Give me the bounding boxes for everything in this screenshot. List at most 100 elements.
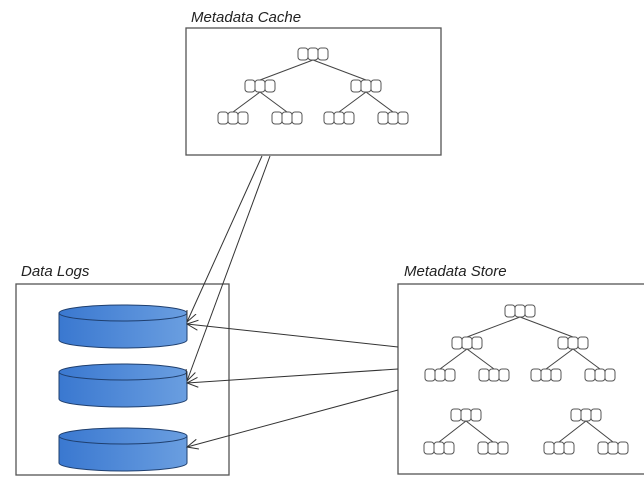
node-cell <box>594 368 606 382</box>
tree-node <box>504 304 536 318</box>
tree-edge <box>365 91 394 113</box>
node-cell <box>424 368 436 382</box>
node-cell <box>497 441 509 455</box>
tree-edge <box>545 348 574 370</box>
node-cell <box>264 79 276 93</box>
node-cell <box>567 336 579 350</box>
cylinder-top <box>58 304 188 322</box>
node-cell <box>590 408 602 422</box>
node-cell <box>557 336 569 350</box>
connection-arrows <box>187 155 399 447</box>
metadata-cache-label: Metadata Cache <box>191 9 301 26</box>
node-cell <box>617 441 629 455</box>
node-cell <box>487 441 499 455</box>
tree-edge <box>338 91 367 113</box>
node-cell <box>580 408 592 422</box>
tree-node <box>451 336 483 350</box>
node-cell <box>543 441 555 455</box>
node-cell <box>584 368 596 382</box>
data-logs-container: Data Logs <box>15 263 230 476</box>
data-log-cylinder <box>58 363 188 408</box>
tree-edge <box>465 420 494 443</box>
connection-arrow <box>187 389 399 447</box>
node-cell <box>227 111 239 125</box>
node-cell <box>397 111 409 125</box>
tree-node <box>424 368 456 382</box>
tree-node <box>271 111 303 125</box>
node-cell <box>530 368 542 382</box>
node-cell <box>498 368 510 382</box>
node-cell <box>297 47 309 61</box>
node-cell <box>478 368 490 382</box>
node-cell <box>433 441 445 455</box>
node-cell <box>244 79 256 93</box>
node-cell <box>317 47 329 61</box>
node-cell <box>323 111 335 125</box>
tree-node <box>478 368 510 382</box>
tree-node <box>450 408 482 422</box>
node-cell <box>563 441 575 455</box>
tree-edge <box>466 348 495 370</box>
node-cell <box>307 47 319 61</box>
node-cell <box>504 304 516 318</box>
node-cell <box>553 441 565 455</box>
node-cell <box>370 79 382 93</box>
tree-node <box>297 47 329 61</box>
metadata-store-trees <box>423 304 629 455</box>
metadata-store-label: Metadata Store <box>404 263 507 280</box>
node-cell <box>460 408 472 422</box>
node-cell <box>451 336 463 350</box>
node-cell <box>271 111 283 125</box>
tree-node <box>584 368 616 382</box>
tree-edge <box>259 91 288 113</box>
node-cell <box>570 408 582 422</box>
metadata-store-container: Metadata Store <box>397 263 644 475</box>
node-cell <box>217 111 229 125</box>
tree-node <box>423 441 455 455</box>
node-cell <box>360 79 372 93</box>
cylinder-top <box>58 427 188 445</box>
node-cell <box>607 441 619 455</box>
tree-edge <box>232 91 261 113</box>
tree-node <box>244 79 276 93</box>
connection-arrow <box>187 155 271 381</box>
tree-node <box>377 111 409 125</box>
connection-arrow <box>187 324 399 348</box>
tree-edge <box>585 420 614 443</box>
node-cell <box>488 368 500 382</box>
node-cell <box>423 441 435 455</box>
node-cell <box>254 79 266 93</box>
node-cell <box>461 336 473 350</box>
cylinder-top <box>58 363 188 381</box>
tree-node <box>530 368 562 382</box>
node-cell <box>514 304 526 318</box>
node-cell <box>443 441 455 455</box>
metadata-cache-box <box>185 27 442 156</box>
node-cell <box>387 111 399 125</box>
node-cell <box>524 304 536 318</box>
node-cell <box>577 336 589 350</box>
connection-arrow <box>187 155 263 322</box>
tree-node <box>570 408 602 422</box>
tree-node <box>350 79 382 93</box>
cylinder-body <box>58 371 188 408</box>
node-cell <box>333 111 345 125</box>
node-cell <box>604 368 616 382</box>
tree-edge <box>438 420 467 443</box>
metadata-cache-container: Metadata Cache <box>185 9 442 156</box>
cylinder-body <box>58 435 188 472</box>
node-cell <box>444 368 456 382</box>
data-log-cylinder <box>58 427 188 472</box>
data-log-cylinder <box>58 304 188 349</box>
tree-node <box>217 111 249 125</box>
node-cell <box>377 111 389 125</box>
tree-node <box>543 441 575 455</box>
node-cell <box>291 111 303 125</box>
node-cell <box>471 336 483 350</box>
node-cell <box>470 408 482 422</box>
tree-edge <box>439 348 468 370</box>
data-log-cylinders <box>58 304 188 472</box>
tree-edge <box>572 348 601 370</box>
data-logs-label: Data Logs <box>21 263 90 280</box>
node-cell <box>350 79 362 93</box>
